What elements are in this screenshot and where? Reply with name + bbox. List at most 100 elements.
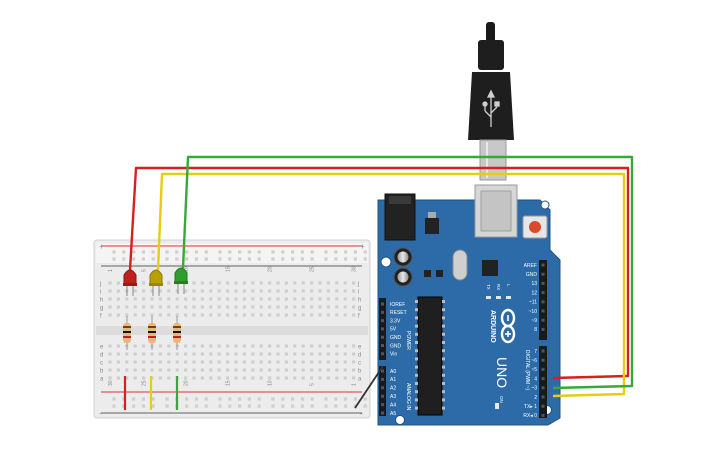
terminal-hole[interactable] [242,289,246,293]
terminal-hole[interactable] [301,313,305,317]
terminal-hole[interactable] [242,352,246,356]
terminal-hole[interactable] [209,360,213,364]
terminal-hole[interactable] [293,281,297,285]
terminal-hole[interactable] [284,344,288,348]
rail-hole[interactable] [281,404,285,408]
terminal-hole[interactable] [318,281,322,285]
terminal-hole[interactable] [301,376,305,380]
terminal-hole[interactable] [142,281,146,285]
digital-pin-socket[interactable] [541,377,545,381]
rail-hole[interactable] [363,250,367,254]
terminal-hole[interactable] [242,281,246,285]
terminal-hole[interactable] [150,305,154,309]
terminal-hole[interactable] [276,360,280,364]
rail-hole[interactable] [281,257,285,261]
terminal-hole[interactable] [175,368,179,372]
terminal-hole[interactable] [150,352,154,356]
terminal-hole[interactable] [116,352,120,356]
digital-pin-socket[interactable] [541,386,545,390]
terminal-hole[interactable] [108,297,112,301]
red-led[interactable] [123,269,137,296]
terminal-hole[interactable] [251,281,255,285]
terminal-hole[interactable] [326,360,330,364]
terminal-hole[interactable] [268,360,272,364]
terminal-hole[interactable] [192,344,196,348]
rail-hole[interactable] [204,257,208,261]
terminal-hole[interactable] [133,344,137,348]
rail-hole[interactable] [271,397,275,401]
terminal-hole[interactable] [234,376,238,380]
terminal-hole[interactable] [343,344,347,348]
terminal-hole[interactable] [310,289,314,293]
terminal-hole[interactable] [251,368,255,372]
terminal-hole[interactable] [242,344,246,348]
terminal-hole[interactable] [318,344,322,348]
terminal-hole[interactable] [335,305,339,309]
terminal-hole[interactable] [268,344,272,348]
terminal-hole[interactable] [217,281,221,285]
terminal-hole[interactable] [108,313,112,317]
rail-hole[interactable] [122,397,126,401]
rail-hole[interactable] [257,250,261,254]
terminal-hole[interactable] [301,305,305,309]
terminal-hole[interactable] [276,305,280,309]
terminal-hole[interactable] [200,289,204,293]
terminal-hole[interactable] [234,360,238,364]
rail-hole[interactable] [132,404,136,408]
terminal-hole[interactable] [167,297,171,301]
terminal-hole[interactable] [293,368,297,372]
terminal-hole[interactable] [234,297,238,301]
terminal-hole[interactable] [192,297,196,301]
terminal-hole[interactable] [268,305,272,309]
terminal-hole[interactable] [158,305,162,309]
terminal-hole[interactable] [125,376,129,380]
terminal-hole[interactable] [158,344,162,348]
terminal-hole[interactable] [167,368,171,372]
terminal-hole[interactable] [209,281,213,285]
terminal-hole[interactable] [150,368,154,372]
terminal-hole[interactable] [108,352,112,356]
terminal-hole[interactable] [326,305,330,309]
terminal-hole[interactable] [108,376,112,380]
rail-hole[interactable] [344,397,348,401]
digital-pin-socket[interactable] [541,309,545,313]
terminal-hole[interactable] [310,281,314,285]
terminal-hole[interactable] [226,344,230,348]
terminal-hole[interactable] [234,289,238,293]
rail-hole[interactable] [247,257,251,261]
rail-hole[interactable] [300,404,304,408]
terminal-hole[interactable] [335,313,339,317]
rail-hole[interactable] [344,257,348,261]
terminal-hole[interactable] [352,376,356,380]
rail-hole[interactable] [122,404,126,408]
terminal-hole[interactable] [335,352,339,356]
terminal-hole[interactable] [226,297,230,301]
analog-pin-socket[interactable] [381,377,384,381]
terminal-hole[interactable] [142,352,146,356]
terminal-hole[interactable] [251,376,255,380]
rail-hole[interactable] [344,250,348,254]
terminal-hole[interactable] [318,313,322,317]
terminal-hole[interactable] [167,281,171,285]
rail-hole[interactable] [300,250,304,254]
rail-hole[interactable] [194,257,198,261]
rail-hole[interactable] [291,397,295,401]
terminal-hole[interactable] [184,352,188,356]
terminal-hole[interactable] [217,376,221,380]
terminal-hole[interactable] [226,368,230,372]
rail-hole[interactable] [334,250,338,254]
terminal-hole[interactable] [293,352,297,356]
terminal-hole[interactable] [335,344,339,348]
power-pin-socket[interactable] [381,302,384,306]
rail-hole[interactable] [112,404,116,408]
terminal-hole[interactable] [284,360,288,364]
terminal-hole[interactable] [276,313,280,317]
terminal-hole[interactable] [200,297,204,301]
terminal-hole[interactable] [200,313,204,317]
terminal-hole[interactable] [343,360,347,364]
rail-hole[interactable] [112,250,116,254]
terminal-hole[interactable] [310,368,314,372]
terminal-hole[interactable] [343,289,347,293]
terminal-hole[interactable] [276,376,280,380]
terminal-hole[interactable] [326,289,330,293]
